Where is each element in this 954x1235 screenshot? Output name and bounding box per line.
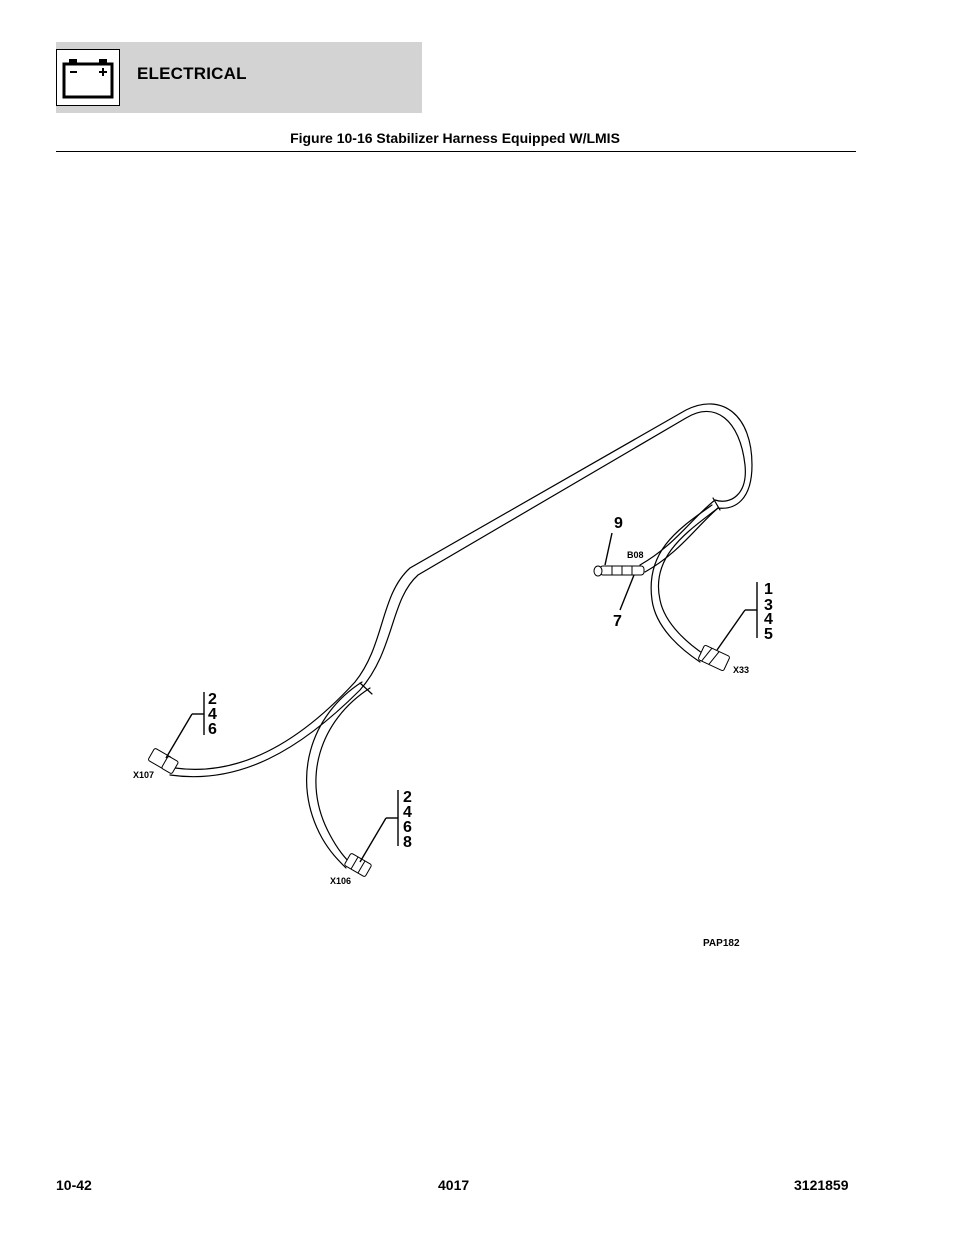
header-divider — [56, 151, 856, 152]
x33-connector — [698, 644, 730, 672]
callout-x107-4: 4 — [208, 706, 217, 723]
harness-trunk-outer — [169, 410, 746, 778]
callout-x107-2: 2 — [208, 691, 217, 708]
harness-branch-b08-outer — [639, 499, 716, 566]
leader-9 — [604, 532, 613, 566]
battery-icon — [62, 59, 114, 99]
model-number: 4017 — [438, 1177, 470, 1193]
label-x107: X107 — [133, 770, 154, 780]
figure-title: Figure 10-16 Stabilizer Harness Equipped… — [290, 130, 620, 146]
label-x106: X106 — [330, 876, 351, 886]
x106-connector — [344, 853, 372, 877]
label-x33: X33 — [733, 665, 749, 675]
harness-branch-x33-inner — [650, 504, 713, 663]
callout-x106-4: 4 — [403, 804, 412, 821]
callout-x33-5: 5 — [764, 626, 773, 643]
callout-x33-1: 1 — [764, 581, 773, 598]
b08-sensor — [593, 565, 645, 577]
leader-7 — [619, 574, 635, 611]
callout-x106-2: 2 — [403, 789, 412, 806]
callout-x107-6: 6 — [208, 721, 217, 738]
callout-7: 7 — [613, 613, 622, 630]
x107-connector — [148, 748, 179, 774]
callout-x106-6: 6 — [403, 819, 412, 836]
callout-9: 9 — [614, 515, 623, 532]
callout-x33-3: 3 — [764, 597, 773, 614]
callout-x33-4: 4 — [764, 611, 773, 628]
harness-trunk-inner — [174, 403, 753, 770]
callout-x106-8: 8 — [403, 834, 412, 851]
label-b08: B08 — [627, 550, 644, 560]
battery-icon-box — [56, 49, 120, 106]
page-number: 10-42 — [56, 1177, 92, 1193]
harness-branch-x106-inner — [306, 681, 363, 869]
figure-code: PAP182 — [703, 938, 740, 949]
harness-branch-x106-outer — [315, 687, 371, 866]
section-title: ELECTRICAL — [137, 64, 247, 83]
harness-branch-x33-outer — [657, 507, 719, 656]
manual-number: 3121859 — [794, 1177, 849, 1193]
